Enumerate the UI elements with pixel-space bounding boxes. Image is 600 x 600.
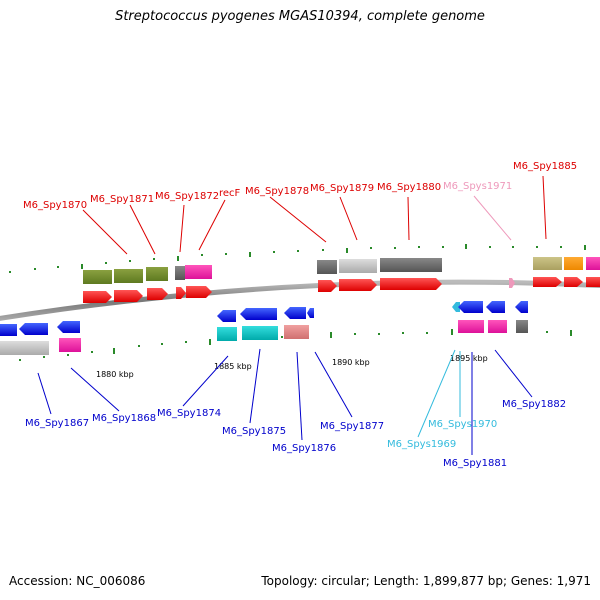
gene-block-pink-3[interactable] — [59, 338, 81, 352]
gene-arrow-1877[interactable] — [284, 307, 306, 319]
gene-label-spy1875[interactable]: M6_Spy1875 — [222, 426, 286, 437]
gene-arrow-1880[interactable] — [380, 278, 442, 290]
scale-label-1880: 1880 kbp — [96, 370, 134, 379]
gene-arrow-1877b[interactable] — [307, 308, 314, 318]
gene-label-spy1867[interactable]: M6_Spy1867 — [25, 418, 89, 429]
gene-block-cyan-2[interactable] — [242, 326, 278, 340]
gene-block-pink-4[interactable] — [458, 320, 484, 333]
forward-strand-genes[interactable] — [83, 257, 600, 303]
gene-arrow-1886[interactable] — [564, 277, 583, 287]
leader-lines-bottom — [37, 348, 533, 455]
gene-arrow-1866[interactable] — [0, 324, 17, 336]
gene-arrow-1870[interactable] — [83, 291, 112, 303]
gene-block-gray-3[interactable] — [380, 258, 442, 272]
gene-label-spy1870[interactable]: M6_Spy1870 — [23, 200, 87, 211]
gene-label-spy1881[interactable]: M6_Spy1881 — [443, 458, 507, 469]
gene-arrow-1872[interactable] — [147, 288, 168, 300]
gene-label-spy1882[interactable]: M6_Spy1882 — [502, 399, 566, 410]
gene-block-pink-2[interactable] — [586, 257, 600, 270]
gene-arrow-1885[interactable] — [533, 277, 562, 287]
leader-lines-top — [82, 175, 547, 255]
gene-label-spy1868[interactable]: M6_Spy1868 — [92, 413, 156, 424]
gene-block-salmon-1[interactable] — [284, 325, 309, 339]
gene-block-khaki-1[interactable] — [533, 257, 562, 270]
gene-arrow-recF[interactable] — [186, 286, 212, 298]
gene-label-spy1874[interactable]: M6_Spy1874 — [157, 408, 221, 419]
gene-block-pink-5[interactable] — [488, 320, 507, 333]
gene-arrow-1882a[interactable] — [486, 301, 505, 313]
gene-arrow-1871[interactable] — [114, 290, 143, 302]
gene-arrow-1867[interactable] — [19, 323, 48, 335]
gene-label-spy1878[interactable]: M6_Spy1878 — [245, 186, 309, 197]
gene-arrow-1874[interactable] — [217, 310, 236, 322]
gene-block-gray-2[interactable] — [317, 260, 337, 274]
reverse-strand-genes[interactable] — [0, 301, 528, 355]
genome-backbone — [0, 279, 600, 321]
gene-labels-bottom: M6_Spy1867 M6_Spy1868 M6_Spy1874 M6_Spy1… — [25, 399, 566, 469]
genome-title: Streptococcus pyogenes MGAS10394, comple… — [115, 9, 485, 24]
gene-label-spy1877[interactable]: M6_Spy1877 — [320, 421, 384, 432]
scale-label-1885: 1885 kbp — [214, 362, 252, 371]
scale-label-1890: 1890 kbp — [332, 358, 370, 367]
gene-block-lightgray-2[interactable] — [0, 341, 49, 355]
gene-label-spy1879[interactable]: M6_Spy1879 — [310, 183, 374, 194]
gene-block-orange-1[interactable] — [564, 257, 583, 270]
gene-label-spy1872[interactable]: M6_Spy1872 — [155, 191, 219, 202]
gene-block-gray-4[interactable] — [516, 320, 528, 333]
gene-labels-top: M6_Spy1870 M6_Spy1871 M6_Spy1872 recF M6… — [23, 161, 577, 211]
gene-label-spy1876[interactable]: M6_Spy1876 — [272, 443, 336, 454]
gene-label-spys1969[interactable]: M6_Spys1969 — [387, 439, 456, 450]
gene-label-spy1880[interactable]: M6_Spy1880 — [377, 182, 441, 193]
scale-label-1895: 1895 kbp — [450, 354, 488, 363]
gene-arrow-1881[interactable] — [458, 301, 483, 313]
gene-arrow-spys1969[interactable] — [452, 302, 460, 312]
gene-arrow-spys1971[interactable] — [509, 278, 515, 288]
gene-arrow-1878[interactable] — [318, 280, 337, 292]
gene-block-olive-3[interactable] — [146, 267, 168, 281]
gene-label-spy1871[interactable]: M6_Spy1871 — [90, 194, 154, 205]
gene-arrow-1875[interactable] — [240, 308, 277, 320]
gene-label-spys1970[interactable]: M6_Spys1970 — [428, 419, 497, 430]
accession-text: Accession: NC_006086 — [9, 574, 146, 588]
gene-arrow-1872b[interactable] — [176, 287, 186, 299]
gene-block-olive-2[interactable] — [114, 269, 143, 283]
gene-block-gray-1[interactable] — [175, 266, 185, 280]
gene-arrow-1868[interactable] — [57, 321, 80, 333]
gene-arrow-1879[interactable] — [339, 279, 377, 291]
gene-label-recF[interactable]: recF — [219, 188, 241, 199]
gene-block-pink-1[interactable] — [185, 265, 212, 279]
gene-label-spy1885[interactable]: M6_Spy1885 — [513, 161, 577, 172]
gene-arrow-1882b[interactable] — [515, 301, 528, 313]
gene-label-spys1971[interactable]: M6_Spys1971 — [443, 181, 512, 192]
gene-block-olive-1[interactable] — [83, 270, 112, 284]
gene-block-lightgray-1[interactable] — [339, 259, 377, 273]
gene-block-cyan-1[interactable] — [217, 327, 237, 341]
gene-arrow-1887[interactable] — [586, 277, 600, 287]
genome-summary-text: Topology: circular; Length: 1,899,877 bp… — [261, 574, 591, 588]
